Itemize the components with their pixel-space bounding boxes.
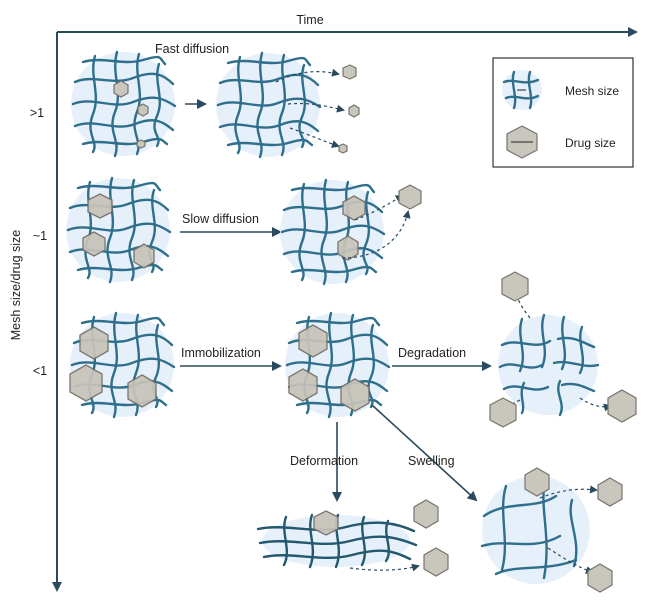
- label-deformation: Deformation: [290, 454, 358, 468]
- gel-deformed: [256, 510, 418, 569]
- gel-row2-released: [280, 178, 386, 286]
- drug-deformed-top: [413, 499, 439, 529]
- drug-swollen-right: [597, 477, 623, 507]
- label-immobilization: Immobilization: [181, 346, 261, 360]
- mesh-ratio-axis: Mesh size/drug size: [9, 32, 62, 592]
- gel-row3-immobilized: [285, 311, 391, 419]
- arrow-swelling: [371, 404, 478, 502]
- drug-row1-a: [342, 64, 357, 80]
- time-axis-label: Time: [296, 13, 323, 27]
- gel-swollen: [480, 476, 590, 584]
- gel-row1-initial: [71, 50, 177, 158]
- drug-degraded-left: [489, 397, 517, 428]
- label-slow-diffusion: Slow diffusion: [182, 212, 259, 226]
- row-label-lt1: <1: [33, 364, 47, 378]
- legend-mesh-label: Mesh size: [565, 84, 619, 98]
- drug-degraded-top: [501, 271, 529, 302]
- drug-row1-b: [348, 104, 360, 118]
- gel-row3-initial: [69, 311, 176, 419]
- mesh-ratio-axis-label: Mesh size/drug size: [9, 230, 23, 341]
- row-label-gt1: >1: [30, 106, 44, 120]
- drug-row1-c: [338, 143, 348, 154]
- legend: Mesh size Drug size: [492, 57, 634, 168]
- gel-row2-initial: [66, 176, 172, 284]
- legend-mesh-icon: [502, 70, 542, 110]
- drug-deformed-bottom: [423, 547, 449, 577]
- drug-row2-released: [398, 184, 422, 210]
- label-swelling: Swelling: [408, 454, 455, 468]
- drug-degraded-right: [607, 389, 637, 423]
- legend-drug-label: Drug size: [565, 136, 616, 150]
- time-axis: Time: [57, 13, 638, 37]
- drug-swollen-bottom: [587, 563, 613, 593]
- gel-row1-released: [216, 51, 322, 159]
- gel-degraded: [498, 313, 600, 417]
- row-label-approx1: ~1: [33, 229, 47, 243]
- label-fast-diffusion: Fast diffusion: [155, 42, 229, 56]
- drug-swollen-inside: [524, 467, 550, 497]
- label-degradation: Degradation: [398, 346, 466, 360]
